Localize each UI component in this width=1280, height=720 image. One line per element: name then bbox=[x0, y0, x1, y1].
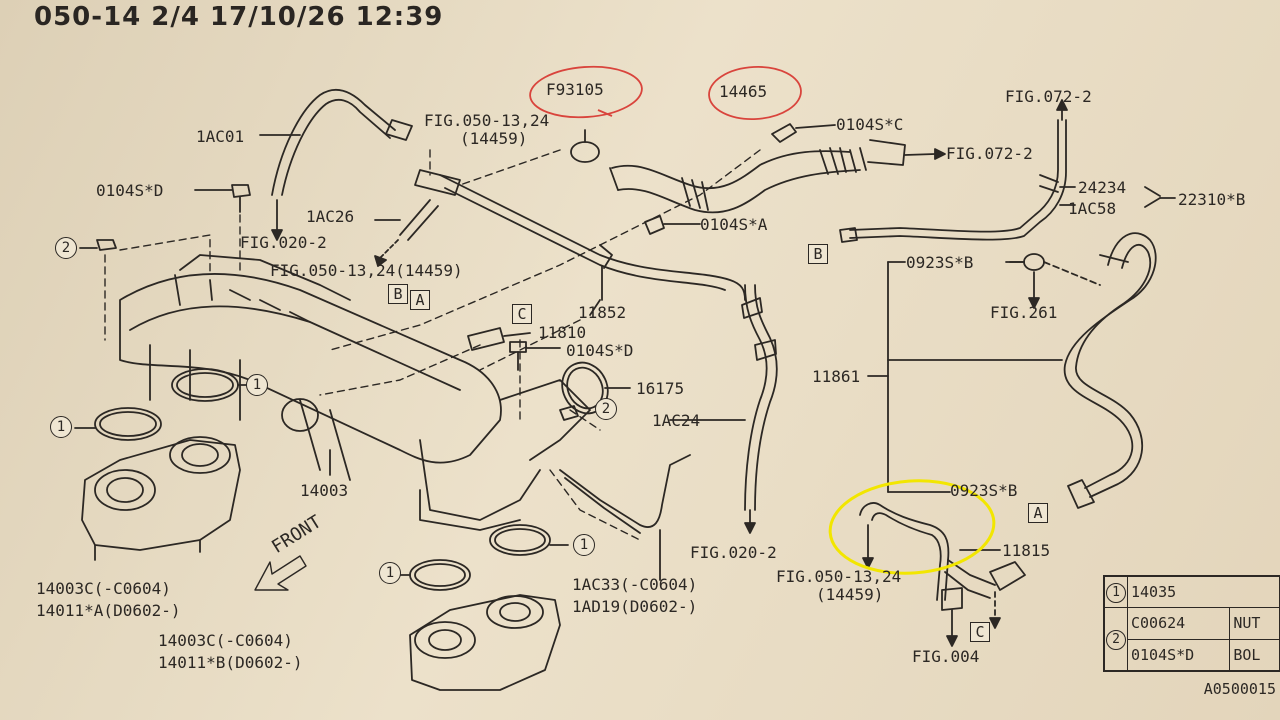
callout-box-b-left: B bbox=[388, 284, 408, 304]
label-1ac58: 1AC58 bbox=[1068, 199, 1117, 218]
label-11852: 11852 bbox=[578, 303, 627, 322]
legend-part-14035: 14035 bbox=[1127, 575, 1280, 609]
label-11815: 11815 bbox=[1002, 541, 1051, 560]
red-circle-f93105 bbox=[529, 65, 643, 119]
legend-part-c00624: C00624 bbox=[1126, 607, 1231, 640]
label-1ac33: 1AC33(-C0604) bbox=[572, 575, 698, 594]
label-fig-072-2-top: FIG.072-2 bbox=[1005, 87, 1092, 106]
pipe-11852 bbox=[439, 174, 746, 301]
callout-circle-1-b: 1 bbox=[50, 416, 72, 438]
callout-circle-1-c: 1 bbox=[573, 534, 595, 556]
handwritten-part-14465: 14465 bbox=[719, 82, 768, 101]
hose-1ac01 bbox=[271, 88, 396, 196]
label-fig-020-2-top: FIG.020-2 bbox=[240, 233, 327, 252]
document-id: A0500015 bbox=[1203, 680, 1276, 698]
hose-1ac24 bbox=[744, 284, 768, 511]
label-fig-020-2-bottom: FIG.020-2 bbox=[690, 543, 777, 562]
hose-1ac26 bbox=[399, 199, 439, 241]
hose-1ac33 bbox=[559, 454, 691, 528]
callout-circle-1-a: 1 bbox=[246, 374, 268, 396]
label-14011-b: 14011*B(D0602-) bbox=[158, 653, 303, 672]
label-14003c-left: 14003C(-C0604) bbox=[36, 579, 171, 598]
legend-row: 2 C00624 NUT bbox=[1104, 607, 1280, 671]
callout-circle-2-mid: 2 bbox=[595, 398, 617, 420]
label-16175: 16175 bbox=[636, 379, 685, 398]
label-11861: 11861 bbox=[812, 367, 861, 386]
pipe-1ac58 bbox=[849, 119, 1059, 233]
legend-row: 0104S*D BOL bbox=[1105, 638, 1280, 672]
label-0104s-d-top: 0104S*D bbox=[96, 181, 164, 200]
page-header: 050-14 2/4 17/10/26 12:39 bbox=[34, 2, 444, 32]
label-14003: 14003 bbox=[300, 481, 349, 500]
hose-11815 bbox=[859, 502, 950, 601]
label-fig-050-13-24-bottom: FIG.050-13,24 bbox=[776, 567, 902, 586]
label-0104s-d-mid: 0104S*D bbox=[566, 341, 634, 360]
label-14003c-middle: 14003C(-C0604) bbox=[158, 631, 293, 650]
label-0923s-b-bottom: 0923S*B bbox=[950, 481, 1018, 500]
label-fig-261: FIG.261 bbox=[990, 303, 1058, 322]
legend-key-1: 1 bbox=[1106, 582, 1126, 603]
hose-11861 bbox=[1063, 232, 1157, 489]
label-1ac24: 1AC24 bbox=[652, 411, 701, 430]
label-14459-bottom: (14459) bbox=[816, 585, 884, 604]
label-0104s-c: 0104S*C bbox=[836, 115, 904, 134]
label-22310-b: 22310*B bbox=[1178, 190, 1246, 209]
label-14459-top: (14459) bbox=[460, 129, 528, 148]
label-fig-004: FIG.004 bbox=[912, 647, 980, 666]
legend-type-bol: BOL bbox=[1229, 638, 1280, 672]
callout-box-b-right: B bbox=[808, 244, 828, 264]
legend-part-0104s-d: 0104S*D bbox=[1126, 638, 1231, 672]
spacer-14003c-middle bbox=[399, 524, 569, 691]
red-circle-14465 bbox=[708, 66, 802, 120]
legend-type-nut: NUT bbox=[1229, 607, 1280, 640]
label-24234: 24234 bbox=[1078, 178, 1127, 197]
callout-box-c-mid: C bbox=[512, 304, 532, 324]
callout-box-c-bottom: C bbox=[970, 622, 990, 642]
hose-14465 bbox=[611, 150, 851, 190]
callout-box-a-right: A bbox=[1028, 503, 1048, 523]
label-1ac01: 1AC01 bbox=[196, 127, 245, 146]
label-1ac26: 1AC26 bbox=[306, 207, 355, 226]
callout-circle-1-d: 1 bbox=[379, 562, 401, 584]
spacer-14003c-left bbox=[74, 368, 249, 561]
yellow-highlight-11815 bbox=[828, 479, 996, 575]
legend-key-2: 2 bbox=[1106, 629, 1126, 650]
label-1ad19: 1AD19(D0602-) bbox=[572, 597, 698, 616]
label-fig-050-13-24-14459-mid: FIG.050-13,24(14459) bbox=[270, 261, 463, 280]
parts-legend-table: 1 14035 2 C00624 NUT 0104S*D BOL bbox=[1103, 575, 1280, 672]
handwritten-part-f93105: F93105 bbox=[546, 80, 604, 99]
label-0104s-a: 0104S*A bbox=[700, 215, 768, 234]
label-11810: 11810 bbox=[538, 323, 587, 342]
label-fig-072-2-mid: FIG.072-2 bbox=[946, 144, 1033, 163]
callout-box-a-left: A bbox=[410, 290, 430, 310]
intake-manifold-14003 bbox=[119, 254, 591, 531]
front-arrow-icon bbox=[254, 555, 307, 591]
callout-circle-2-top: 2 bbox=[55, 237, 77, 259]
label-fig-050-13-24-top: FIG.050-13,24 bbox=[424, 111, 550, 130]
legend-row: 1 14035 bbox=[1104, 575, 1280, 609]
label-0923s-b-top: 0923S*B bbox=[906, 253, 974, 272]
label-14011-a: 14011*A(D0602-) bbox=[36, 601, 181, 620]
clamp-f93105 bbox=[570, 141, 600, 163]
